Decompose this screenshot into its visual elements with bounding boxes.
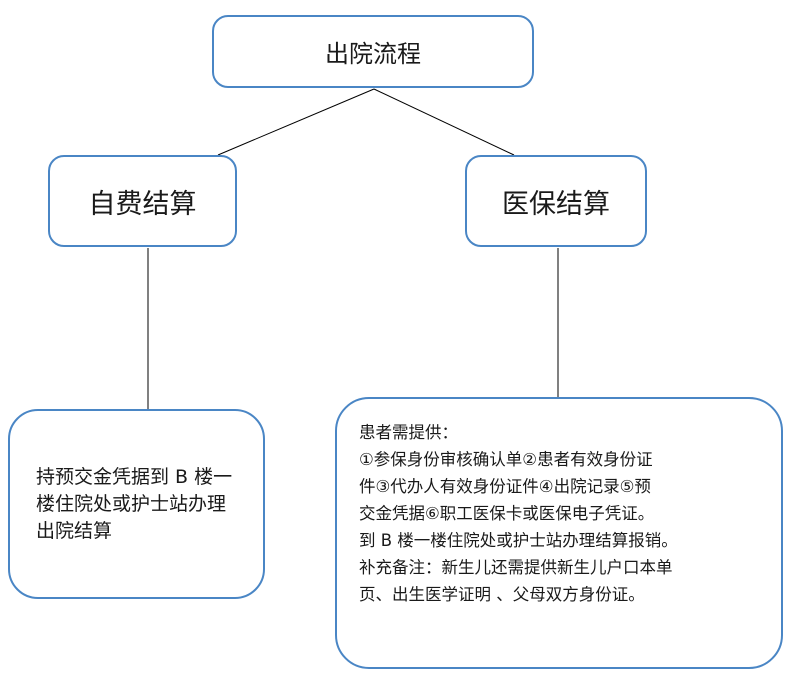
insurance-node-label: 医保结算 bbox=[502, 188, 610, 220]
insurance-detail-line: 到 B 楼一楼住院处或护士站办理结算报销。 bbox=[359, 531, 678, 550]
insurance-detail-line: 交金凭据⑥职工医保卡或医保电子凭证。 bbox=[359, 504, 655, 523]
insurance-detail-line: ①参保身份审核确认单②患者有效身份证 bbox=[359, 450, 653, 469]
self-pay-detail-node: 持预交金凭据到 B 楼一楼住院处或护士站办理出院结算 bbox=[8, 409, 265, 599]
self-pay-detail-text: 持预交金凭据到 B 楼一楼住院处或护士站办理出院结算 bbox=[36, 465, 233, 542]
root-node-label: 出院流程 bbox=[325, 40, 421, 68]
insurance-detail-line: 补充备注：新生儿还需提供新生儿户口本单 bbox=[359, 558, 673, 577]
insurance-node: 医保结算 bbox=[465, 155, 647, 247]
insurance-detail-node: 患者需提供： ①参保身份审核确认单②患者有效身份证 件③代办人有效身份证件④出院… bbox=[335, 397, 783, 669]
insurance-detail-line: 件③代办人有效身份证件④出院记录⑤预 bbox=[359, 477, 651, 496]
insurance-detail-line: 患者需提供： bbox=[359, 423, 458, 442]
insurance-detail-text: 患者需提供： ①参保身份审核确认单②患者有效身份证 件③代办人有效身份证件④出院… bbox=[359, 419, 769, 608]
self-pay-node: 自费结算 bbox=[48, 155, 237, 247]
self-pay-node-label: 自费结算 bbox=[88, 188, 197, 220]
connector-root-to-self-pay bbox=[217, 88, 375, 156]
connector-root-to-insurance bbox=[373, 88, 515, 156]
root-node: 出院流程 bbox=[212, 15, 534, 88]
insurance-detail-line: 页、出生医学证明 、父母双方身份证。 bbox=[359, 585, 645, 604]
